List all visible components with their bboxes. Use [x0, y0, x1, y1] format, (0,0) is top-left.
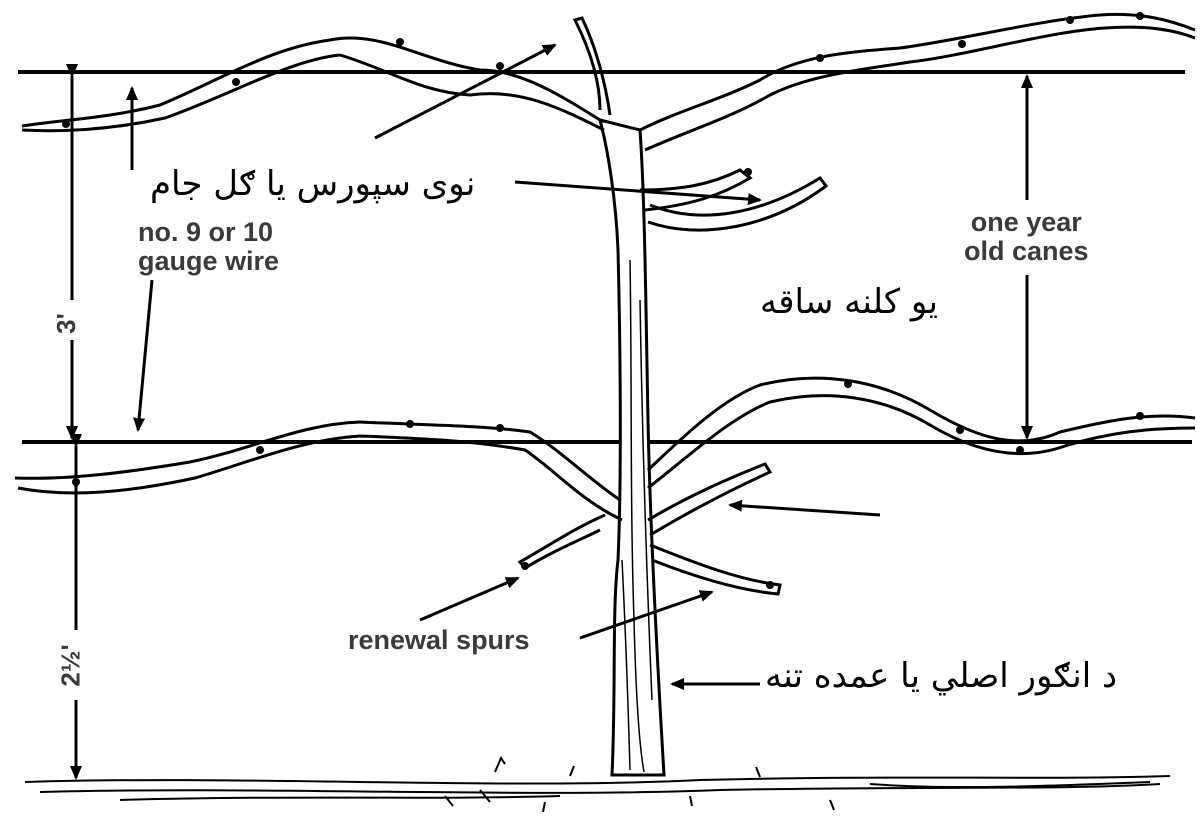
upper-left-cane	[21, 36, 605, 133]
lower-right-cane	[646, 376, 1196, 596]
pashto-new-spurs-label: نوی سپورس یا ګل جام	[150, 164, 476, 204]
renewal-spurs-label: renewal spurs	[348, 625, 530, 655]
height-dimension-arrows	[66, 64, 82, 780]
ground	[24, 755, 1171, 813]
pashto-one-year-canes-label: یو کلنه ساقه	[760, 282, 938, 322]
pashto-main-trunk-label: د انګور اصلي یا عمده تنه	[765, 656, 1118, 696]
one-year-line2: old canes	[964, 236, 1089, 266]
height-lower-label: 2½'	[53, 640, 89, 691]
pointer-arrows	[126, 43, 881, 690]
wire-gauge-line2: gauge wire	[138, 246, 280, 276]
one-year-line1: one year	[970, 207, 1082, 237]
upper-spur-branch	[639, 168, 829, 232]
height-upper-label: 3'	[48, 309, 84, 338]
one-year-canes-label: one year old canes	[960, 208, 1093, 266]
wire-gauge-line1: no. 9 or 10	[138, 217, 274, 247]
buds	[62, 12, 1144, 589]
upper-right-cane	[572, 12, 1196, 152]
wire-gauge-label: no. 9 or 10 gauge wire	[138, 218, 279, 276]
main-trunk	[597, 117, 666, 777]
